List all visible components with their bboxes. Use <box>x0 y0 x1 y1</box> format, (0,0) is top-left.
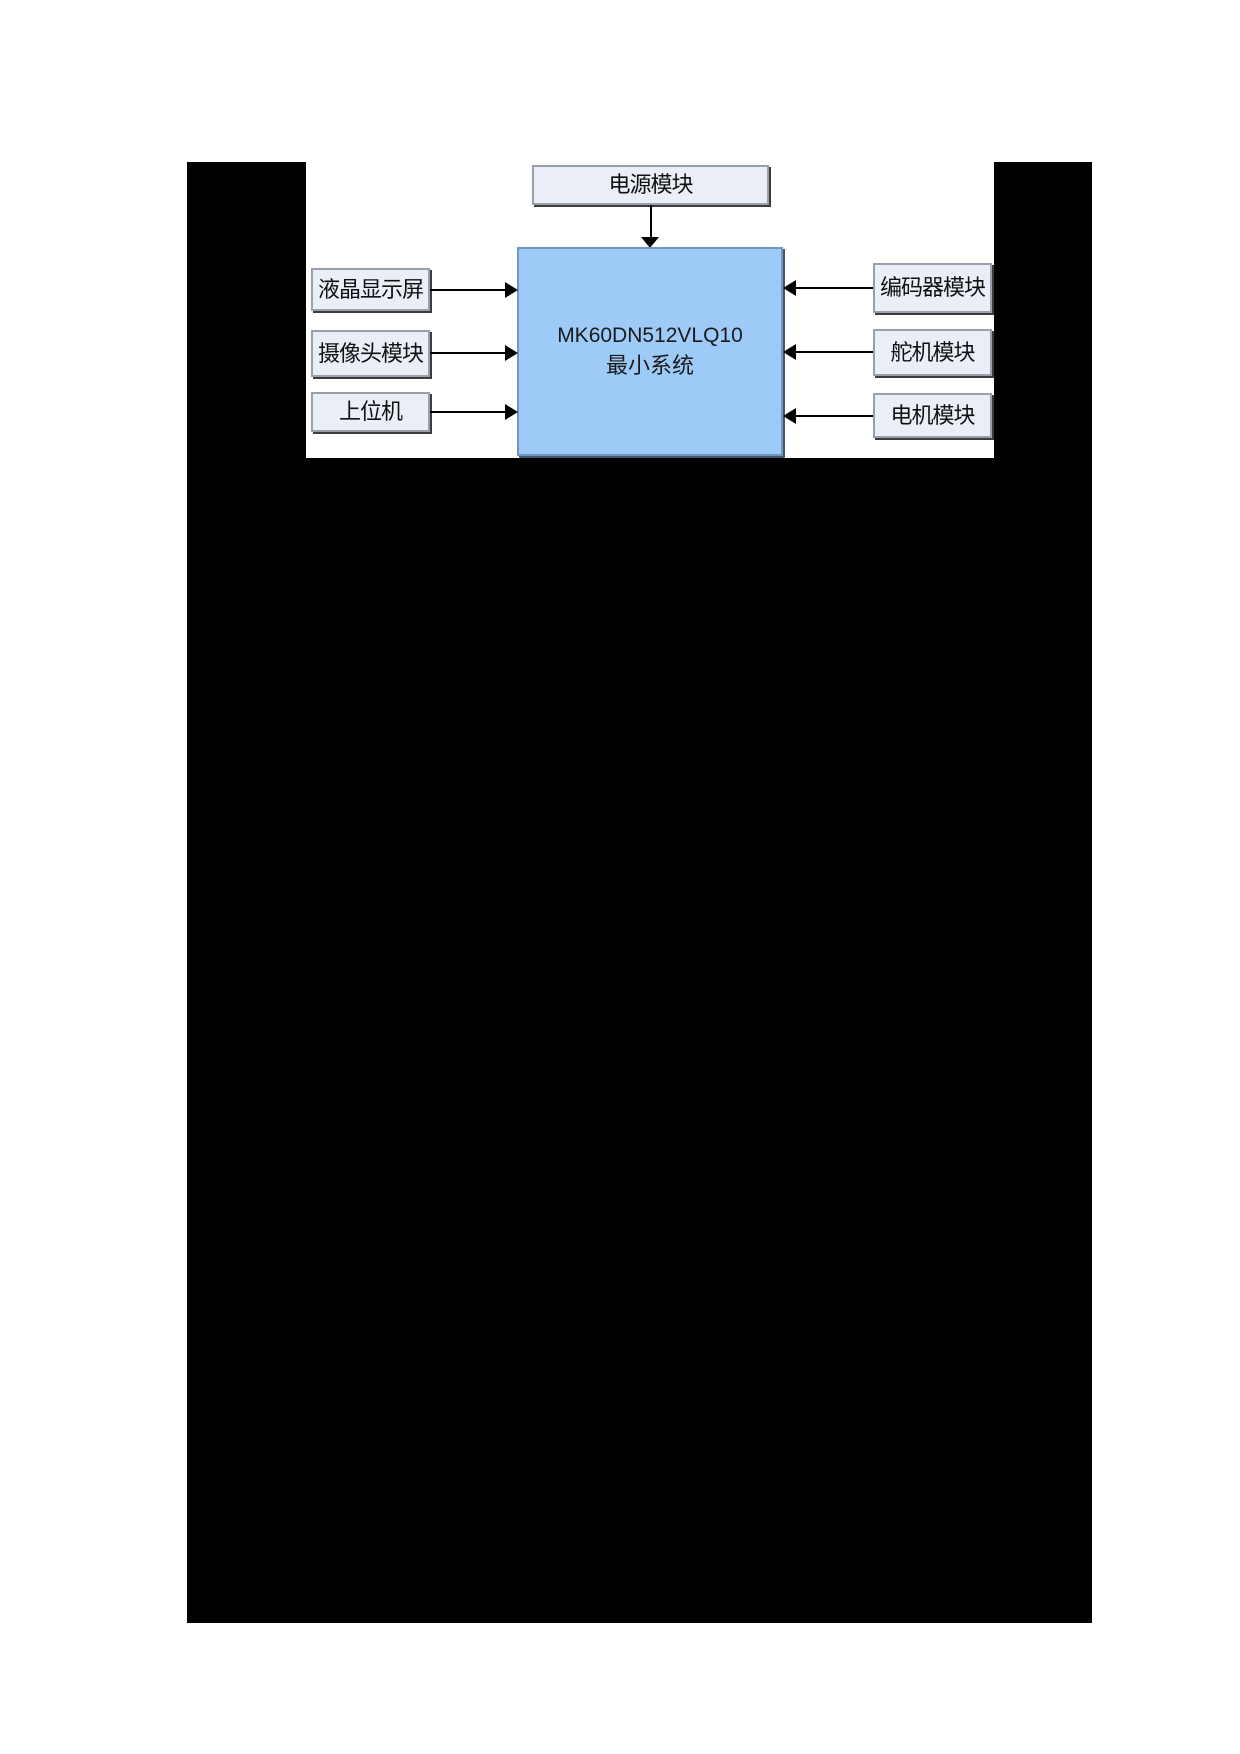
mcu-box: MK60DN512VLQ10 最小系统 <box>517 247 783 456</box>
connector-host-pc-line <box>430 411 507 413</box>
encoder-module-box: 编码器模块 <box>873 263 992 313</box>
connector-power-line <box>650 205 652 238</box>
arrowhead-right-icon <box>505 345 518 361</box>
lcd-module-label: 液晶显示屏 <box>317 276 424 302</box>
host-pc-box: 上位机 <box>311 392 430 432</box>
arrowhead-right-icon <box>505 282 518 298</box>
host-pc-label: 上位机 <box>338 399 403 424</box>
arrowhead-right-icon <box>505 404 518 420</box>
servo-module-label: 舵机模块 <box>890 339 975 365</box>
arrowhead-left-icon <box>783 344 796 360</box>
connector-encoder-line <box>796 287 873 289</box>
connector-servo-line <box>796 351 873 353</box>
redaction-block-left <box>187 162 306 458</box>
mcu-title-line1: MK60DN512VLQ10 <box>557 324 743 348</box>
camera-module-box: 摄像头模块 <box>311 330 430 377</box>
power-module-label: 电源模块 <box>608 172 693 197</box>
lcd-module-box: 液晶显示屏 <box>311 268 430 311</box>
connector-motor-line <box>796 415 873 417</box>
redaction-block-right <box>994 162 1092 458</box>
connector-camera-line <box>430 352 507 354</box>
servo-module-box: 舵机模块 <box>873 329 992 376</box>
arrowhead-left-icon <box>783 408 796 424</box>
encoder-module-label: 编码器模块 <box>879 275 986 300</box>
motor-module-box: 电机模块 <box>873 393 992 438</box>
arrowhead-left-icon <box>783 280 796 296</box>
mcu-title-line2: 最小系统 <box>605 352 694 378</box>
connector-lcd-line <box>430 289 507 291</box>
motor-module-label: 电机模块 <box>890 402 975 428</box>
power-module-box: 电源模块 <box>532 165 769 205</box>
arrowhead-down-icon <box>641 237 659 248</box>
redaction-block-bottom <box>187 458 1092 1623</box>
camera-module-label: 摄像头模块 <box>317 340 424 366</box>
